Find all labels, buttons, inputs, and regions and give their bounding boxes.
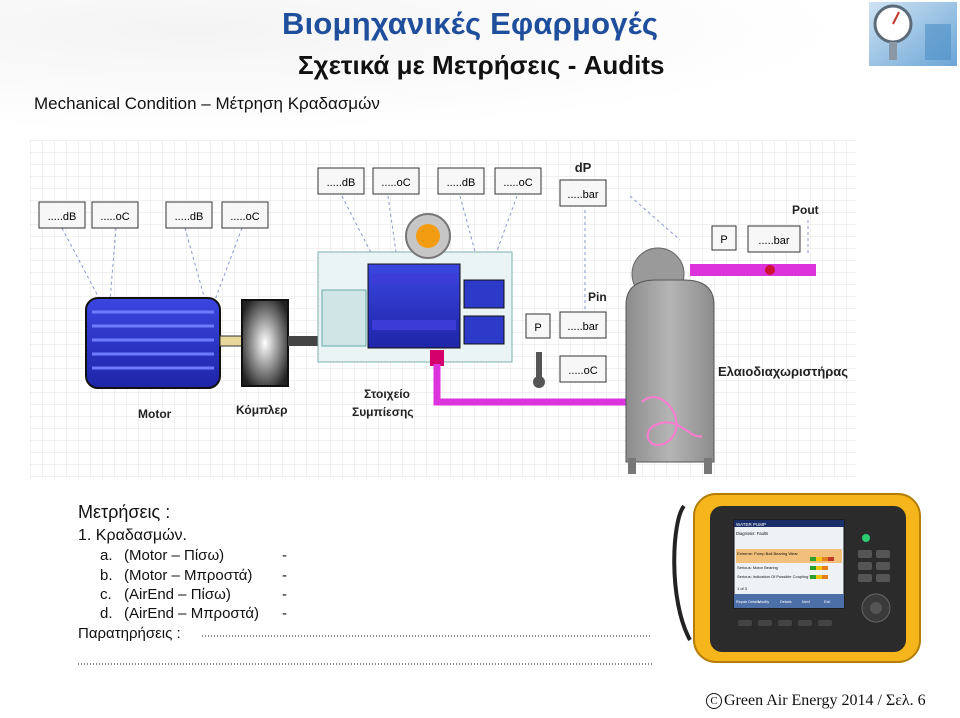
measurements-panel: Μετρήσεις : 1. Κραδασμών. a. (Motor – Πί… (28, 478, 934, 678)
sensor-box-oc-pin: .....oC (559, 355, 607, 383)
sensor-box-db-3: .....dB (317, 167, 365, 195)
sensor-box-oc-4: .....oC (494, 167, 542, 195)
row-d-dash: - (282, 605, 287, 622)
page-subtitle: Σχετικά με Μετρήσεις - Audits (298, 50, 665, 80)
row-a-text: (Motor – Πίσω) (124, 547, 224, 564)
compression-label-1: Στοιχείο (364, 387, 410, 401)
oil-air-pipe (433, 264, 816, 406)
svg-text:.....oC: .....oC (230, 211, 259, 223)
softkey-3: Details (780, 600, 792, 604)
svg-text:P: P (534, 322, 541, 334)
page-title: Βιομηχανικές Εφαρμογές (282, 6, 659, 41)
svg-text:.....oC: .....oC (503, 177, 532, 189)
coupler-label: Κόμπλερ (236, 403, 288, 417)
dp-label: dP (575, 160, 592, 175)
coupler (241, 299, 322, 387)
row-c-letter: c. (100, 586, 112, 603)
svg-text:.....dB: .....dB (175, 211, 204, 223)
device-keypad (858, 534, 891, 623)
device-softkey-buttons (738, 620, 832, 626)
svg-text:.....oC: .....oC (568, 365, 597, 377)
sensor-box-oc-1: .....oC (91, 201, 139, 229)
oil-separator-tank (625, 247, 715, 474)
measurements-heading: Μετρήσεις : (78, 502, 170, 522)
sensor-box-db-4: .....dB (437, 167, 485, 195)
svg-text:.....oC: .....oC (381, 177, 410, 189)
air-filter-core (416, 224, 440, 248)
thermometer-icon (533, 352, 545, 388)
copyright-icon: C (706, 693, 722, 709)
sensor-box-bar-pin: .....bar (559, 311, 607, 339)
row-a-letter: a. (100, 547, 113, 564)
motor-label: Motor (138, 407, 172, 421)
screen-diagnosis: Diagnosis: Faults (736, 531, 768, 536)
softkey-5: Exit (824, 600, 831, 604)
svg-text:.....bar: .....bar (567, 321, 599, 333)
screen-page: 1 of 3 (737, 586, 748, 591)
sensor-box-db-2: .....dB (165, 201, 213, 229)
row-c-dash: - (282, 586, 287, 603)
transducer-pout: P (711, 225, 737, 251)
sensor-box-bar-pout: .....bar (747, 225, 801, 253)
header-background (0, 0, 960, 150)
screen-fault-3: Serious: Indication Of Possible Coupling… (737, 574, 825, 579)
vibration-tester-device: WATER PUMP Diagnosis: Faults Extreme: Pu… (654, 478, 934, 678)
measurement-item-1: 1. Κραδασμών. (78, 527, 187, 544)
row-a-dash: - (282, 547, 287, 564)
svg-text:.....oC: .....oC (100, 211, 129, 223)
row-b-letter: b. (100, 567, 113, 584)
row-c-text: (AirEnd – Πίσω) (124, 586, 231, 603)
svg-text:P: P (720, 234, 727, 246)
row-b-text: (Motor – Μπροστά) (124, 567, 252, 584)
svg-text:.....dB: .....dB (327, 177, 356, 189)
section-title: Mechanical Condition – Μέτρηση Κραδασμών (34, 94, 380, 113)
transducer-pin: P (525, 313, 551, 339)
svg-text:.....dB: .....dB (447, 177, 476, 189)
row-d-letter: d. (100, 605, 113, 622)
pressure-gauge-logo (869, 2, 957, 66)
svg-text:.....bar: .....bar (758, 235, 790, 247)
row-b-dash: - (282, 567, 287, 584)
svg-text:.....bar: .....bar (567, 189, 599, 201)
sensor-box-oc-2: .....oC (221, 201, 269, 229)
screen-fault-1: Extreme: Pump Ball Bearing Wear (737, 551, 799, 556)
motor (85, 297, 243, 389)
air-end-compressor (317, 251, 513, 366)
compressor-diagram: .....dB .....oC .....dB .....oC .....dB … (30, 140, 856, 485)
compression-label-2: Συμπίεσης (352, 405, 414, 419)
row-d-text: (AirEnd – Μπροστά) (124, 605, 259, 622)
softkey-1: Repair Details (736, 600, 760, 604)
device-screen (733, 519, 845, 609)
pout-label: Pout (792, 203, 819, 217)
separator-label: Ελαιοδιαχωριστήρας (718, 364, 848, 379)
softkey-4: Next (802, 600, 811, 604)
svg-text:.....dB: .....dB (48, 211, 77, 223)
softkey-2: Modify (758, 600, 769, 604)
footer-text: Green Air Energy 2014 / Σελ. 6 (724, 692, 926, 709)
screen-fault-2: Serious: Motor Bearing (737, 565, 778, 570)
screen-title: WATER PUMP (736, 522, 766, 527)
sensor-box-oc-3: .....oC (372, 167, 420, 195)
notes-label: Παρατηρήσεις : (78, 625, 181, 642)
sensor-box-db-1: .....dB (38, 201, 86, 229)
pin-label: Pin (588, 290, 607, 304)
sensor-box-bar-dp: .....bar (559, 179, 607, 207)
